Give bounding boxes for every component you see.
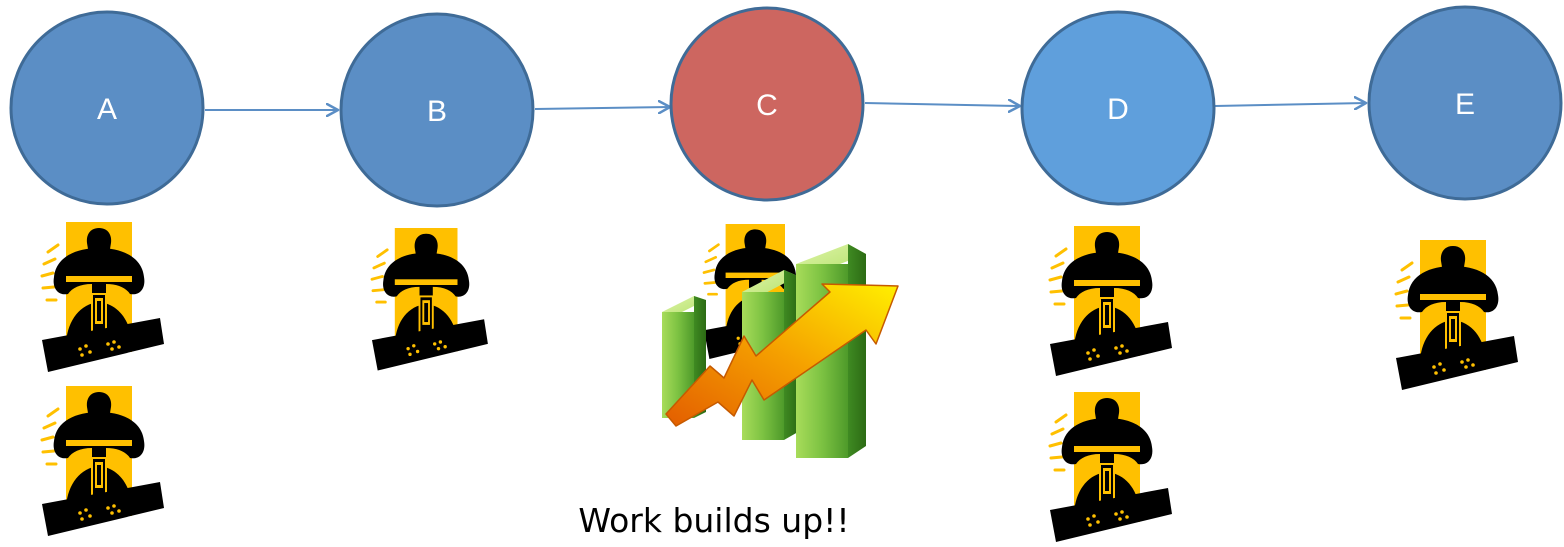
jackhammer-worker-icon: [40, 220, 166, 374]
node-a-circle: [9, 10, 205, 206]
node-c-label: C: [756, 89, 778, 122]
node-b-label: B: [427, 95, 447, 128]
edge-b-c: [534, 107, 670, 109]
node-a-label: A: [97, 93, 117, 126]
jackhammer-worker-icon: [1048, 390, 1174, 544]
node-b-circle: [339, 12, 535, 208]
node-b: B: [339, 12, 535, 208]
jackhammer-worker-icon: [1048, 224, 1174, 378]
node-c: C: [669, 6, 865, 202]
node-c-circle: [669, 6, 865, 202]
node-e-circle: [1367, 5, 1563, 201]
node-e: E: [1367, 5, 1563, 201]
caption: Work builds up!!: [578, 501, 849, 540]
edge-d-e: [1214, 103, 1366, 106]
jackhammer-worker-icon: [370, 226, 490, 372]
node-a: A: [9, 10, 205, 206]
node-d-label: D: [1107, 93, 1129, 126]
jackhammer-worker-icon: [1394, 238, 1520, 392]
node-d-circle: [1020, 10, 1216, 206]
node-d: D: [1020, 10, 1216, 206]
edges: [205, 103, 1366, 110]
edge-c-d: [864, 103, 1020, 106]
node-e-label: E: [1455, 88, 1475, 121]
jackhammer-worker-icon: [40, 384, 166, 538]
growth-chart-icon: [662, 244, 899, 458]
